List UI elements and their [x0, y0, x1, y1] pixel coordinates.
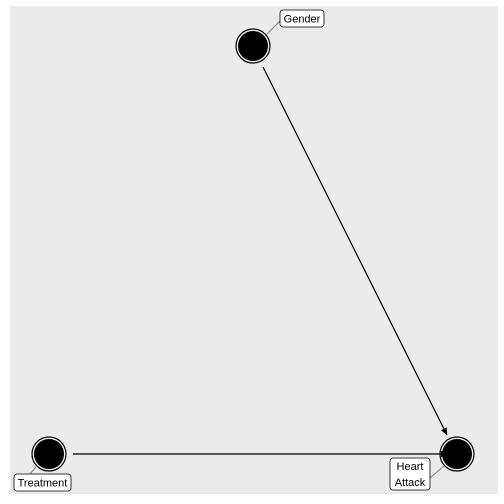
- label-heart-attack-line2: Attack: [395, 477, 426, 489]
- edge-gender-to-heart-attack: [262, 66, 448, 436]
- plot-panel: [10, 6, 498, 494]
- label-heart-attack: Heart Attack: [389, 457, 431, 491]
- label-gender-text: Gender: [284, 14, 321, 26]
- node-heart-attack: [439, 436, 475, 472]
- label-heart-attack-line1: Heart: [397, 461, 424, 473]
- label-gender: Gender: [279, 9, 325, 28]
- label-leader-treatment: [29, 466, 37, 475]
- label-leader-gender: [265, 19, 282, 36]
- label-treatment-text: Treatment: [18, 478, 68, 490]
- node-gender: [235, 28, 271, 64]
- label-treatment: Treatment: [13, 473, 72, 492]
- node-treatment: [31, 436, 67, 472]
- label-leader-heart-attack: [429, 465, 445, 479]
